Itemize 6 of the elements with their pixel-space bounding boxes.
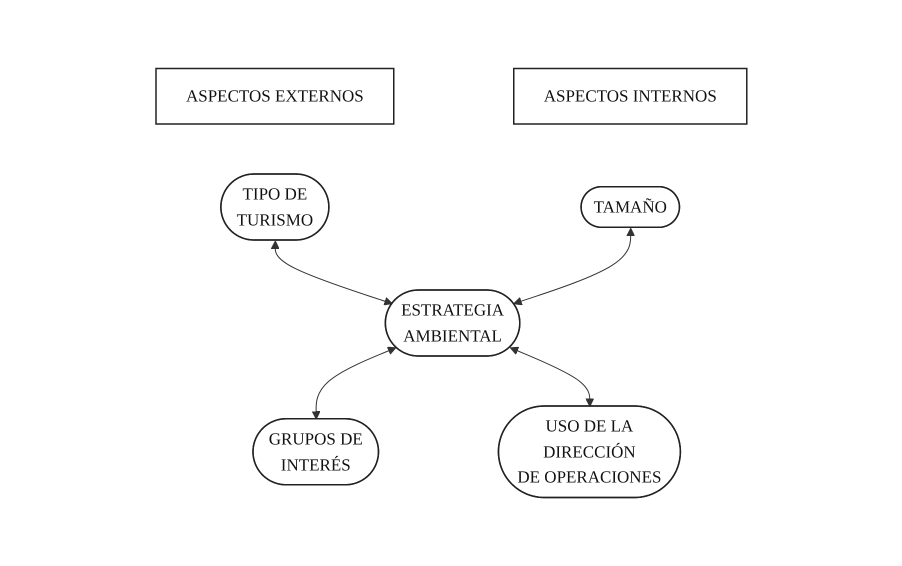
arrow	[509, 346, 594, 407]
node-box: ASPECTOS INTERNOS	[512, 68, 748, 125]
node-box: ASPECTOS EXTERNOS	[154, 68, 394, 125]
arrow	[512, 228, 635, 306]
arrow	[311, 346, 396, 420]
arrow	[270, 240, 392, 306]
